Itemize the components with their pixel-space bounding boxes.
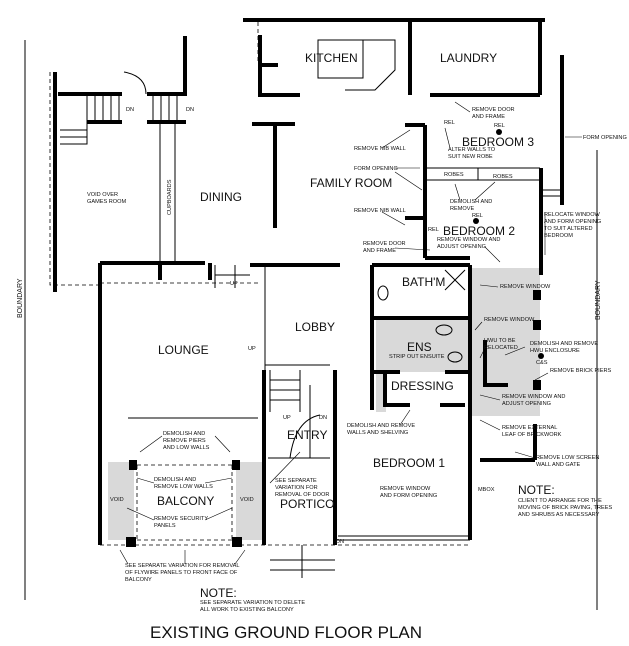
dn-label: DN xyxy=(319,415,327,421)
leader-lines xyxy=(119,101,582,565)
room-ensuite: ENS xyxy=(407,340,432,354)
room-bedroom3: BEDROOM 3 xyxy=(462,135,534,149)
note-heading: NOTE: xyxy=(200,586,237,600)
annotation: REMOVE NIB WALL xyxy=(354,208,406,214)
robes-label-1: ROBES xyxy=(444,172,464,178)
boundary-right-label: BOUNDARY xyxy=(595,280,602,320)
annotation: REMOVE NIB WALL xyxy=(354,146,406,152)
annotation: REMOVE WINDOW xyxy=(484,317,535,323)
up-label: UP xyxy=(283,415,291,421)
annotation: STRIP OUT ENSUITE xyxy=(389,354,445,360)
rel-label: REL xyxy=(472,213,483,219)
room-kitchen: KITCHEN xyxy=(305,51,358,65)
room-dressing: DRESSING xyxy=(391,379,454,393)
room-labels: KITCHEN LAUNDRY BEDROOM 3 FAMILY ROOM DI… xyxy=(157,51,534,511)
mbox-label: MBOX xyxy=(478,487,495,493)
room-dining: DINING xyxy=(200,190,242,204)
annotation: FORM OPENING xyxy=(354,166,398,172)
annotation: REMOVE WINDOW xyxy=(500,284,551,290)
up-label: UP xyxy=(248,346,256,352)
room-bathroom: BATH'M xyxy=(402,275,445,289)
robes-label-2: ROBES xyxy=(493,174,513,180)
dn-label: DN xyxy=(336,539,344,545)
room-balcony: BALCONY xyxy=(157,494,214,508)
rel-label: REL xyxy=(428,227,439,233)
annotation: REMOVE BRICK PIERS xyxy=(550,368,612,374)
annotation: FORM OPENING xyxy=(583,135,627,141)
void-right-label: VOID xyxy=(240,497,254,503)
dn-label: DN xyxy=(186,107,194,113)
room-portico: PORTICO xyxy=(280,497,334,511)
rel-point-bed2 xyxy=(473,218,479,224)
dn-label: DN xyxy=(126,107,134,113)
up-label: UP xyxy=(230,281,238,287)
walls xyxy=(49,18,564,578)
cs-point xyxy=(538,353,544,359)
boundary-left-label: BOUNDARY xyxy=(17,278,24,318)
room-lobby: LOBBY xyxy=(295,320,335,334)
cupboards-label: CUPBOARDS xyxy=(167,179,173,215)
cs-label: C&S xyxy=(536,360,548,366)
room-family: FAMILY ROOM xyxy=(310,176,392,190)
room-bedroom2: BEDROOM 2 xyxy=(443,224,515,238)
rel-label: REL xyxy=(444,120,455,126)
room-entry: ENTRY xyxy=(287,428,327,442)
rel-label: REL xyxy=(494,123,505,129)
plan-title: EXISTING GROUND FLOOR PLAN xyxy=(150,623,422,642)
void-left-label: VOID xyxy=(110,497,124,503)
room-lounge: LOUNGE xyxy=(158,343,209,357)
room-bedroom1: BEDROOM 1 xyxy=(373,456,445,470)
rel-point-bed3 xyxy=(496,129,502,135)
note-heading: NOTE: xyxy=(518,483,555,497)
room-laundry: LAUNDRY xyxy=(440,51,497,65)
